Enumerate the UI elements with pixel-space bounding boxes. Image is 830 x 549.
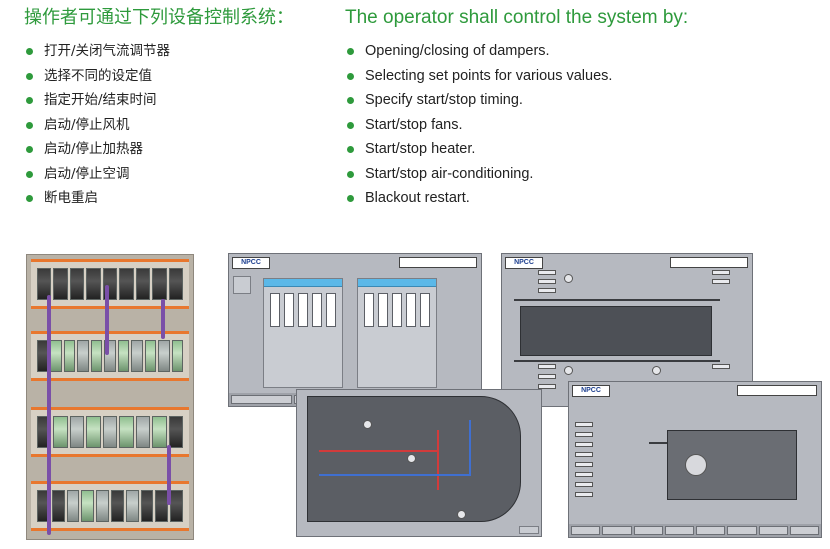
scada-screen-deck-plan: [296, 389, 542, 537]
list-item-label: Start/stop fans.: [365, 116, 463, 133]
list-item-label: 断电重启: [44, 190, 98, 206]
nav-button[interactable]: [633, 526, 663, 535]
list-item-label: 打开/关闭气流调节器: [44, 43, 171, 59]
list-item: 打开/关闭气流调节器: [24, 39, 324, 64]
list-item-label: 指定开始/结束时间: [44, 92, 157, 108]
nav-button[interactable]: [664, 526, 694, 535]
list-item-label: 选择不同的设定值: [44, 67, 152, 84]
list-item-label: 启动/停止风机: [44, 116, 130, 133]
bullet-icon: [347, 121, 354, 129]
npcc-logo: NPCC: [572, 385, 610, 397]
bullet-icon: [347, 97, 354, 104]
cable: [161, 299, 165, 339]
duct: [514, 360, 720, 362]
fan-icon[interactable]: [407, 454, 416, 463]
bullet-icon: [347, 170, 354, 178]
bullet-icon: [347, 72, 354, 80]
chinese-column: 操作者可通过下列设备控制系统： 打开/关闭气流调节器 选择不同的设定值 指定开始…: [24, 6, 324, 211]
date-display: [399, 257, 477, 268]
list-item-label: 启动/停止空调: [44, 165, 130, 182]
cabinet-rail: [31, 481, 189, 531]
cooling-pipe: [469, 420, 471, 476]
cable: [47, 295, 51, 535]
nav-button[interactable]: [231, 395, 292, 404]
chinese-heading: 操作者可通过下列设备控制系统：: [24, 7, 294, 28]
fan-icon[interactable]: [564, 274, 573, 283]
cabinet-rail: [31, 407, 189, 457]
cabinet-rail: [31, 331, 189, 381]
nav-button[interactable]: [602, 526, 632, 535]
list-item-label: Selecting set points for various values.: [365, 67, 613, 84]
bullet-icon: [26, 170, 33, 178]
list-item-label: 启动/停止加热器: [44, 141, 144, 157]
list-item: 启动/停止加热器: [24, 137, 324, 162]
list-item-label: Start/stop heater.: [365, 141, 476, 157]
npcc-logo: NPCC: [232, 257, 270, 269]
room-block: [520, 306, 712, 356]
cable: [105, 285, 109, 355]
heating-pipe: [319, 450, 439, 452]
control-panel: [357, 278, 437, 388]
nav-button[interactable]: [571, 526, 601, 535]
nav-button[interactable]: [696, 526, 726, 535]
bullet-icon: [26, 72, 33, 80]
fan-icon[interactable]: [685, 454, 707, 476]
bullet-icon: [26, 48, 33, 55]
list-item-label: Start/stop air-conditioning.: [365, 165, 534, 182]
chinese-list: 打开/关闭气流调节器 选择不同的设定值 指定开始/结束时间 启动/停止风机 启动…: [24, 39, 324, 211]
list-item: Opening/closing of dampers.: [345, 39, 815, 64]
list-item-label: Specify start/stop timing.: [365, 92, 523, 108]
list-item-label: Blackout restart.: [365, 190, 470, 206]
fan-icon[interactable]: [652, 366, 661, 375]
bullet-icon: [26, 121, 33, 129]
bullet-icon: [26, 195, 33, 202]
list-item: 断电重启: [24, 186, 324, 211]
screen-nav-bar: [569, 524, 821, 537]
list-item: 指定开始/结束时间: [24, 88, 324, 113]
heating-pipe: [437, 430, 439, 490]
list-item: Start/stop air-conditioning.: [345, 162, 815, 187]
bullet-icon: [347, 195, 354, 202]
english-column: The operator shall control the system by…: [345, 6, 815, 211]
list-item: Specify start/stop timing.: [345, 88, 815, 113]
scada-screen-valve-controls: NPCC: [228, 253, 482, 407]
list-item: Start/stop fans.: [345, 113, 815, 138]
list-item: 启动/停止风机: [24, 113, 324, 138]
control-cabinet-photo: [26, 254, 194, 540]
bullet-icon: [347, 48, 354, 55]
english-heading: The operator shall control the system by…: [345, 7, 689, 28]
list-item: 启动/停止空调: [24, 162, 324, 187]
fan-icon[interactable]: [457, 510, 466, 519]
list-item-label: Opening/closing of dampers.: [365, 43, 550, 59]
list-item: 选择不同的设定值: [24, 64, 324, 89]
fan-icon[interactable]: [564, 366, 573, 375]
fan-icon[interactable]: [363, 420, 372, 429]
cable: [167, 445, 171, 505]
control-panel: [263, 278, 343, 388]
list-item: Start/stop heater.: [345, 137, 815, 162]
nav-button[interactable]: [727, 526, 757, 535]
duct: [514, 299, 720, 301]
english-list: Opening/closing of dampers. Selecting se…: [345, 39, 815, 211]
cabinet-rail: [31, 259, 189, 309]
deck-outline: [307, 396, 521, 522]
list-item: Selecting set points for various values.: [345, 64, 815, 89]
npcc-logo: NPCC: [505, 257, 543, 269]
side-button[interactable]: [233, 276, 251, 294]
list-item: Blackout restart.: [345, 186, 815, 211]
nav-button[interactable]: [758, 526, 788, 535]
date-display: [737, 385, 817, 396]
bullet-icon: [347, 146, 354, 153]
date-display: [670, 257, 748, 268]
scada-screen-air-handling-unit: NPCC: [568, 381, 822, 538]
bullet-icon: [26, 97, 33, 104]
cooling-pipe: [319, 474, 469, 476]
bullet-icon: [26, 146, 33, 153]
nav-button[interactable]: [789, 526, 819, 535]
nav-button[interactable]: [519, 526, 539, 534]
